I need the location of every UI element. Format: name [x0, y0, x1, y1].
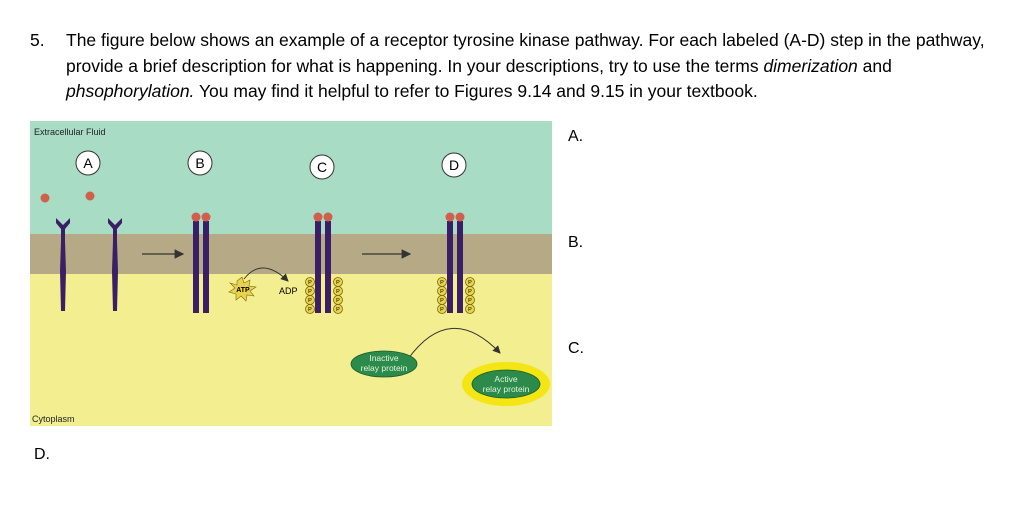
adp-label: ADP [279, 286, 298, 296]
phosphate-label: P [440, 289, 444, 295]
active-relay-protein: Active relay protein [462, 362, 550, 406]
question-text-part1: The figure below shows an example of a r… [66, 30, 985, 76]
step-label-d-text: D [449, 157, 459, 173]
rtk-pathway-figure: Extracellular Fluid Cytoplasm A B C D AT… [30, 121, 552, 426]
phosphate-label: P [440, 280, 444, 286]
signal-molecule [85, 191, 95, 201]
step-label-d: D [441, 152, 467, 178]
term-dimerization: dimerization [763, 55, 858, 76]
step-label-c-text: C [317, 159, 327, 175]
step-label-b-text: B [195, 155, 204, 171]
receptor-dimer-b [191, 212, 211, 313]
phosphate-label: P [336, 307, 340, 313]
signal-molecule [40, 193, 50, 203]
phosphate-label: P [468, 289, 472, 295]
relay-activation-arrow [407, 328, 501, 360]
answer-label-c: C. [568, 340, 584, 357]
question-block: 5. The figure below shows an example of … [30, 28, 1010, 105]
extracellular-region [30, 121, 552, 234]
inactive-relay-protein: Inactive relay protein [350, 350, 418, 378]
active-relay-line2: relay protein [483, 384, 530, 394]
phosphate-label: P [440, 298, 444, 304]
phosphate-label: P [308, 289, 312, 295]
step-label-b: B [187, 150, 213, 176]
question-text: The figure below shows an example of a r… [66, 28, 1010, 105]
question-text-part3: You may find it helpful to refer to Figu… [194, 81, 758, 101]
receptor-dimer-c [313, 212, 333, 313]
inactive-relay-line2: relay protein [361, 363, 408, 373]
atp-label: ATP [236, 287, 250, 294]
phosphate-label: P [308, 280, 312, 286]
question-text-part2: and [857, 55, 892, 76]
step-label-c: C [309, 154, 335, 180]
phosphate-label: P [468, 307, 472, 313]
extracellular-label: Extracellular Fluid [34, 127, 106, 137]
inactive-relay-line1: Inactive [369, 353, 399, 363]
active-relay-line1: Active [494, 374, 517, 384]
phosphate-label: P [336, 289, 340, 295]
receptor-monomer [108, 218, 122, 311]
phosphate-label: P [336, 280, 340, 286]
receptor-dimer-d [445, 212, 465, 313]
receptor-monomer [56, 218, 70, 311]
question-number: 5. [30, 30, 45, 50]
step-label-a: A [75, 150, 101, 176]
phosphate-label: P [308, 307, 312, 313]
phosphate-label: P [336, 298, 340, 304]
atp-reaction-arrow [243, 267, 289, 282]
answer-label-b: B. [568, 234, 584, 251]
cytoplasm-label: Cytoplasm [32, 414, 75, 424]
phosphate-label: P [468, 280, 472, 286]
atp-burst: ATP [228, 276, 257, 302]
step-label-a-text: A [83, 155, 93, 171]
answer-label-d: D. [34, 446, 50, 463]
membrane [30, 234, 552, 274]
phosphate-label: P [468, 298, 472, 304]
term-phosphorylation: phsophorylation. [66, 81, 195, 101]
phosphate-label: P [308, 298, 312, 304]
phosphate-label: P [440, 307, 444, 313]
answer-label-a: A. [568, 128, 584, 145]
